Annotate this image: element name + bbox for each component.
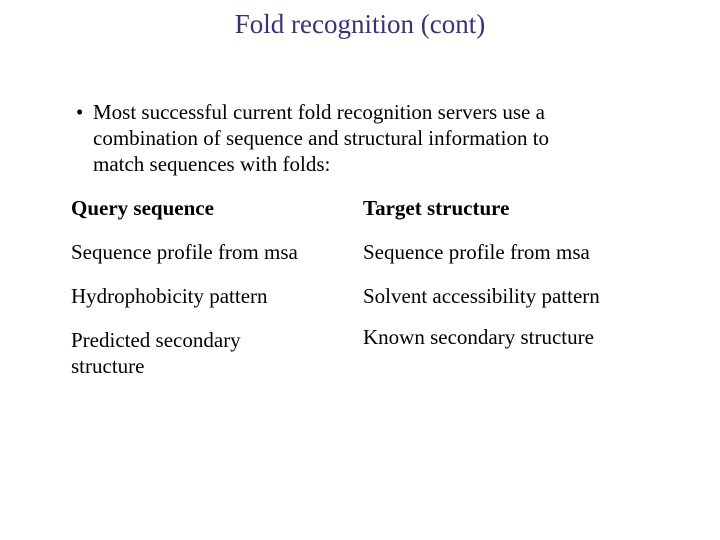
target-cell: Known secondary structure [363,325,594,349]
bullet-item: • Most successful current fold recogniti… [76,99,616,177]
bullet-text: Most successful current fold recognition… [93,99,616,177]
table-row: Hydrophobicity pattern Solvent accessibi… [71,283,663,327]
target-cell: Solvent accessibility pattern [363,284,600,308]
slide-title: Fold recognition (cont) [234,9,486,39]
bullet-marker: • [76,100,84,124]
query-cell: Hydrophobicity pattern [71,284,268,308]
table-row: Sequence profile from msa Sequence profi… [71,239,663,283]
target-cell: Sequence profile from msa [363,240,590,264]
bullet-line-2: combination of sequence and structural i… [93,126,550,150]
comparison-table: Query sequence Target structure Sequence… [71,195,663,379]
bullet-line-3: match sequences with folds: [93,152,331,176]
table-header-row: Query sequence Target structure [71,195,663,239]
table-row: Predicted secondary structure Known seco… [71,325,663,379]
query-column-header: Query sequence [71,196,214,220]
target-column-header: Target structure [363,196,510,220]
bullet-line-1: Most successful current fold recognition… [93,100,545,124]
query-cell: Sequence profile from msa [71,240,298,264]
query-cell: Predicted secondary structure [71,328,241,378]
